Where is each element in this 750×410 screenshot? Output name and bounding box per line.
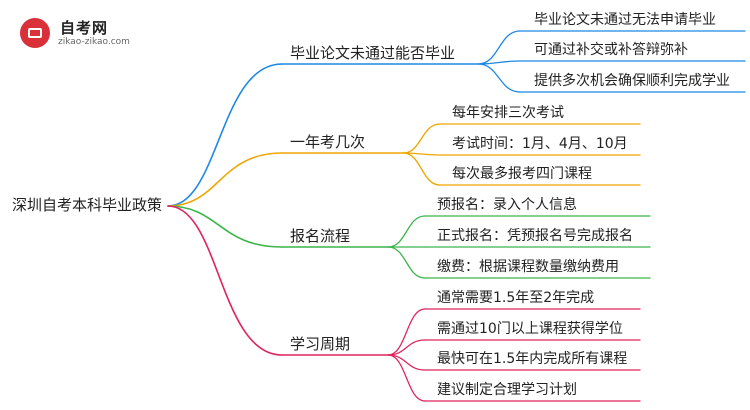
leaf-registration-3: 缴费：根据课程数量缴纳费用 xyxy=(437,259,619,275)
leaf-study-2: 需通过10门以上课程获得学位 xyxy=(437,321,623,337)
leaf-study-3: 最快可在1.5年内完成所有课程 xyxy=(437,351,628,367)
site-logo: 自考网 zikao-zikao.com xyxy=(20,14,140,54)
logo-url: zikao-zikao.com xyxy=(58,37,130,47)
leaf-exam-1: 每年安排三次考试 xyxy=(452,105,564,121)
leaf-connector xyxy=(387,246,426,279)
branch-thesis: 毕业论文未通过能否毕业 xyxy=(290,44,456,62)
branch-registration: 报名流程 xyxy=(290,227,351,245)
leaf-thesis-3: 提供多次机会确保顺利完成学业 xyxy=(534,73,730,89)
leaf-thesis-2: 可通过补交或补答辩弥补 xyxy=(534,42,688,58)
branch-connector xyxy=(167,63,283,207)
branch-connector xyxy=(167,205,283,248)
branch-connector xyxy=(167,152,283,207)
leaf-study-1: 通常需要1.5年至2年完成 xyxy=(437,290,595,306)
leaf-registration-2: 正式报名：凭预报名号完成报名 xyxy=(437,228,633,244)
leaf-exam-2: 考试时间：1月、4月、10月 xyxy=(452,136,628,152)
leaf-registration-1: 预报名：录入个人信息 xyxy=(437,197,577,213)
leaf-connector xyxy=(387,308,426,356)
leaf-study-4: 建议制定合理学习计划 xyxy=(437,382,577,398)
leaf-connector xyxy=(387,215,426,248)
leaf-exam-3: 每次最多报考四门课程 xyxy=(452,166,592,182)
leaf-connector xyxy=(402,152,441,186)
leaf-connector xyxy=(387,354,426,402)
branch-exam-frequency: 一年考几次 xyxy=(290,133,366,151)
branch-connector xyxy=(167,205,283,356)
leaf-connector xyxy=(387,339,426,356)
root-node: 深圳自考本科毕业政策 xyxy=(12,196,163,214)
logo-icon xyxy=(20,18,50,48)
leaf-thesis-1: 毕业论文未通过无法申请毕业 xyxy=(534,12,716,28)
leaf-connector xyxy=(402,123,441,154)
logo-title: 自考网 xyxy=(60,19,109,37)
leaf-connector xyxy=(477,30,521,65)
leaf-connector xyxy=(477,63,521,93)
branch-study-period: 学习周期 xyxy=(290,335,351,353)
